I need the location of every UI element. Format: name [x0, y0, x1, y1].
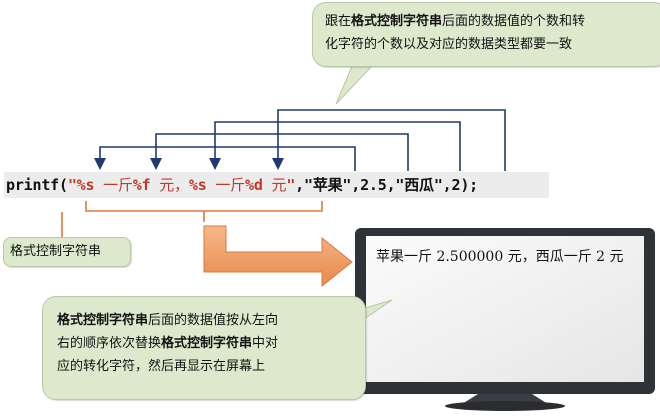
top-note-line-1: 跟在格式控制字符串后面的数据值的个数和转 — [325, 10, 657, 33]
top-note-bold-1: 格式控制字符串 — [351, 14, 443, 29]
arrowhead-1 — [94, 158, 106, 170]
monitor — [355, 228, 655, 411]
connector-arrowheads — [94, 158, 284, 170]
connector-4 — [277, 109, 506, 171]
format-string-label: 格式控制字符串 — [3, 237, 131, 267]
arrowhead-4 — [272, 158, 284, 170]
code-close-quote: " — [286, 176, 296, 194]
bottom-note-bold-2: 格式控制字符串 — [161, 336, 253, 351]
top-note: 跟在格式控制字符串后面的数据值的个数和转 化字符的个数以及对应的数据类型都要一致 — [312, 2, 660, 67]
arrowhead-3 — [209, 158, 221, 170]
code-fmt-1-tail: 一斤 — [94, 176, 133, 194]
code-fmt-3: %s — [188, 176, 207, 194]
bottom-note-line-2: 右的顺序依次替换格式控制字符串中对 — [57, 332, 357, 355]
code-func: printf( — [6, 176, 68, 194]
top-note-text-2: 后面的数据值的个数和转 — [442, 14, 586, 29]
connector-2 — [155, 133, 409, 171]
replace-arrow — [203, 225, 353, 288]
code-fmt-4: %d — [245, 176, 263, 194]
connector-1 — [99, 146, 356, 171]
arrowhead-2 — [150, 158, 162, 170]
top-note-tail — [335, 65, 374, 105]
code-fmt-2: %f — [132, 176, 151, 194]
monitor-base — [445, 401, 565, 411]
format-string-bracket — [85, 201, 323, 222]
code-line-band — [4, 172, 549, 198]
format-string-label-text: 格式控制字符串 — [10, 244, 102, 259]
code-open-quote: " — [67, 176, 77, 194]
code-fmt-4-tail: 元 — [262, 176, 287, 194]
code-fmt-1: %s — [76, 176, 95, 194]
argument-connectors — [99, 109, 506, 171]
bottom-note: 格式控制字符串后面的数据值按从左向 右的顺序依次替换格式控制字符串中对 应的转化… — [42, 296, 366, 400]
code-fmt-3-tail: 一斤 — [206, 176, 245, 194]
bottom-note-line-1: 格式控制字符串后面的数据值按从左向 — [57, 309, 357, 332]
bottom-note-text-1: 后面的数据值按从左向 — [148, 313, 279, 328]
bottom-note-text-2: 右的顺序依次替换 — [57, 336, 162, 351]
top-note-line-2: 化字符的个数以及对应的数据类型都要一致 — [325, 37, 573, 52]
bottom-note-bold-1: 格式控制字符串 — [57, 313, 149, 328]
printf-statement: printf("%s 一斤%f 元，%s 一斤%d 元","苹果",2.5,"西… — [6, 174, 478, 195]
code-args: ,"苹果",2.5,"西瓜",2); — [295, 176, 478, 194]
connector-3 — [214, 121, 461, 171]
monitor-screen — [366, 236, 644, 382]
code-fmt-2-tail: 元， — [150, 176, 189, 194]
bottom-note-line-3: 应的转化字符，然后再显示在屏幕上 — [57, 359, 266, 374]
bottom-note-text-3: 中对 — [252, 336, 279, 351]
screen-output: 苹果一斤 2.500000 元，西瓜一斤 2 元 — [376, 249, 624, 265]
top-note-text-1: 跟在 — [325, 14, 352, 29]
